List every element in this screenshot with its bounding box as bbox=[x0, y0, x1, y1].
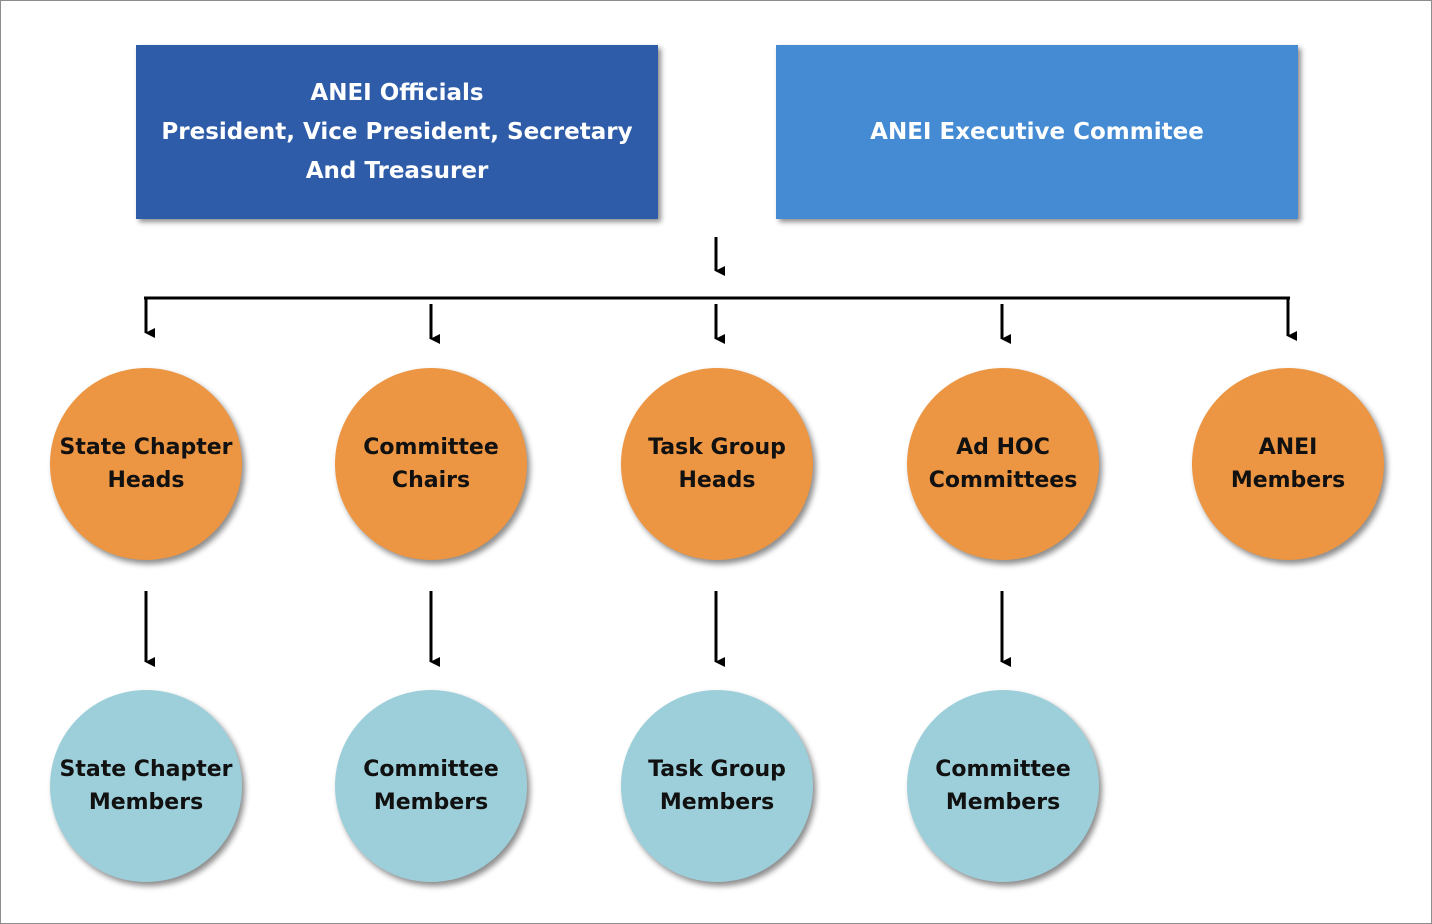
executive-committee-label: ANEI Executive Commitee bbox=[870, 118, 1204, 145]
node-label-line2: Heads bbox=[678, 468, 756, 493]
node-label-line2: Chairs bbox=[391, 468, 471, 493]
officials-roles-cont: And Treasurer bbox=[305, 157, 489, 184]
node-adhoc-committee-members: Committee Members bbox=[907, 690, 1099, 882]
node-label-line1: ANEI bbox=[1258, 435, 1318, 460]
officials-roles: President, Vice President, Secretary bbox=[161, 118, 633, 145]
node-ad-hoc-committees: Ad HOC Committees bbox=[907, 368, 1099, 560]
node-label-line1: State Chapter bbox=[59, 435, 233, 460]
node-label-line1: Task Group bbox=[648, 435, 786, 460]
node-state-chapter-members: State Chapter Members bbox=[50, 690, 242, 882]
node-label-line1: Ad HOC bbox=[956, 435, 1050, 460]
node-anei-members: ANEI Members bbox=[1192, 368, 1384, 560]
node-committee-chairs: Committee Chairs bbox=[335, 368, 527, 560]
node-state-chapter-heads: State Chapter Heads bbox=[50, 368, 242, 560]
node-label-line2: Members bbox=[1230, 468, 1346, 493]
node-label-line1: Committee bbox=[363, 435, 499, 460]
node-label-line2: Members bbox=[945, 790, 1061, 815]
node-label-line1: Committee bbox=[363, 757, 499, 782]
node-label-line1: State Chapter bbox=[59, 757, 233, 782]
node-label-line2: Committees bbox=[928, 468, 1078, 493]
node-label-line2: Members bbox=[659, 790, 775, 815]
node-committee-members: Committee Members bbox=[335, 690, 527, 882]
node-label-line2: Members bbox=[373, 790, 489, 815]
node-label-line1: Task Group bbox=[648, 757, 786, 782]
anei-officials-box: ANEI Officials President, Vice President… bbox=[136, 45, 658, 219]
node-task-group-members: Task Group Members bbox=[621, 690, 813, 882]
node-label-line2: Heads bbox=[107, 468, 185, 493]
node-label-line2: Members bbox=[88, 790, 204, 815]
anei-executive-committee-box: ANEI Executive Commitee bbox=[776, 45, 1298, 219]
node-task-group-heads: Task Group Heads bbox=[621, 368, 813, 560]
node-label-line1: Committee bbox=[935, 757, 1071, 782]
officials-title: ANEI Officials bbox=[310, 79, 484, 106]
